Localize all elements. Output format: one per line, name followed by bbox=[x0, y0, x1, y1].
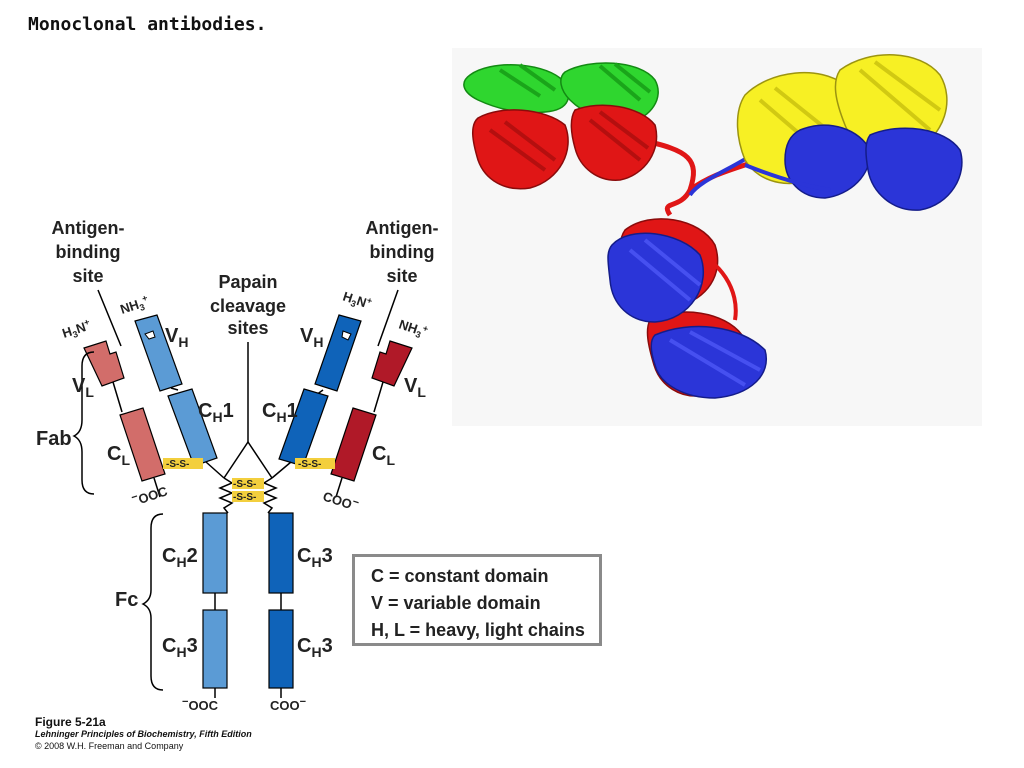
figure-book-title: Lehninger Principles of Biochemistry, Fi… bbox=[35, 729, 252, 739]
antigen-label-left-2: binding bbox=[56, 242, 121, 262]
antigen-label-left-1: Antigen- bbox=[52, 218, 125, 238]
legend-item-chains: H, L = heavy, light chains bbox=[371, 620, 585, 640]
blue-domain-top bbox=[744, 124, 963, 211]
fc-left-ch2-label: CH2 bbox=[162, 545, 198, 570]
papain-label-2: cleavage bbox=[210, 296, 286, 316]
fc-label: Fc bbox=[115, 589, 138, 611]
hinge-region bbox=[218, 342, 278, 514]
left-ch1-domain bbox=[167, 388, 218, 467]
left-disulfide-bridge bbox=[163, 458, 203, 469]
fc-left-ch2-domain bbox=[202, 512, 228, 594]
fc-right-ch3-domain bbox=[268, 609, 294, 689]
left-heavy-n-terminus: NH3+ bbox=[118, 293, 151, 319]
left-ch1-label: CH1 bbox=[198, 400, 234, 425]
right-cl-label: CL bbox=[372, 443, 395, 468]
legend-item-variable: V = variable domain bbox=[371, 593, 541, 613]
red-domain-top bbox=[472, 104, 658, 190]
fc-bracket bbox=[141, 513, 164, 691]
fc-right-ch3-label: CH3 bbox=[297, 635, 333, 660]
fc-right-heavy-chain bbox=[268, 512, 294, 698]
right-disulfide-bridge bbox=[295, 458, 335, 469]
figure-number: Figure 5-21a bbox=[35, 715, 106, 729]
left-light-n-terminus: H3N+ bbox=[60, 317, 93, 343]
antigen-label-left-3: site bbox=[72, 266, 103, 286]
right-ch1-label: CH1 bbox=[262, 400, 298, 425]
hinge-disulfide-2 bbox=[232, 491, 264, 502]
fc-right-ch3-label-top: CH3 bbox=[297, 545, 333, 570]
fc-left-ch3-domain bbox=[202, 609, 228, 689]
left-vh-label: VH bbox=[165, 325, 188, 350]
papain-label-3: sites bbox=[227, 318, 268, 338]
fc-right-c-terminus: COO− bbox=[270, 696, 306, 713]
fc-left-heavy-chain bbox=[202, 512, 228, 698]
figure-caption: Figure 5-21a Lehninger Principles of Bio… bbox=[35, 716, 252, 752]
right-cl-domain bbox=[330, 407, 377, 482]
fc-right-ch2-domain bbox=[268, 512, 294, 594]
blue-domain-bottom bbox=[607, 232, 767, 399]
right-vh-label: VH bbox=[300, 325, 323, 350]
svg-text:-S-S-: -S-S- bbox=[233, 479, 256, 490]
svg-text:-S-S-: -S-S- bbox=[298, 459, 321, 470]
left-vl-domain bbox=[83, 340, 125, 387]
fab-bracket bbox=[72, 351, 95, 495]
left-cl-label: CL bbox=[107, 443, 130, 468]
right-vh-domain bbox=[314, 314, 362, 392]
fc-left-c-terminus: −OOC bbox=[182, 696, 219, 713]
right-heavy-chain bbox=[271, 314, 362, 479]
left-vl-label: VL bbox=[72, 375, 94, 400]
right-heavy-n-terminus: H3N+ bbox=[340, 288, 373, 314]
legend-item-constant: C = constant domain bbox=[371, 566, 549, 586]
right-light-n-terminus: NH3+ bbox=[396, 316, 429, 342]
right-vl-domain bbox=[371, 340, 413, 387]
right-vl-label: VL bbox=[404, 375, 426, 400]
fab-label: Fab bbox=[36, 428, 72, 450]
antigen-label-right-1: Antigen- bbox=[366, 218, 439, 238]
left-light-c-terminus: −OOC bbox=[130, 481, 170, 508]
right-light-c-terminus: COO− bbox=[321, 487, 361, 514]
fc-left-ch3-label: CH3 bbox=[162, 635, 198, 660]
hinge-disulfide-1 bbox=[232, 478, 264, 489]
papain-label-1: Papain bbox=[218, 272, 277, 292]
right-light-chain bbox=[330, 340, 413, 498]
legend-box: C = constant domain V = variable domain … bbox=[352, 554, 602, 646]
antigen-label-right-2: binding bbox=[370, 242, 435, 262]
figure-copyright: © 2008 W.H. Freeman and Company bbox=[35, 741, 184, 751]
slide-title: Monoclonal antibodies. bbox=[28, 14, 267, 35]
antibody-ribbon-structure bbox=[452, 48, 982, 426]
antigen-label-right-3: site bbox=[386, 266, 417, 286]
svg-text:-S-S-: -S-S- bbox=[233, 492, 256, 503]
left-cl-domain bbox=[119, 407, 166, 482]
svg-text:-S-S-: -S-S- bbox=[166, 459, 189, 470]
left-heavy-chain bbox=[134, 314, 225, 479]
